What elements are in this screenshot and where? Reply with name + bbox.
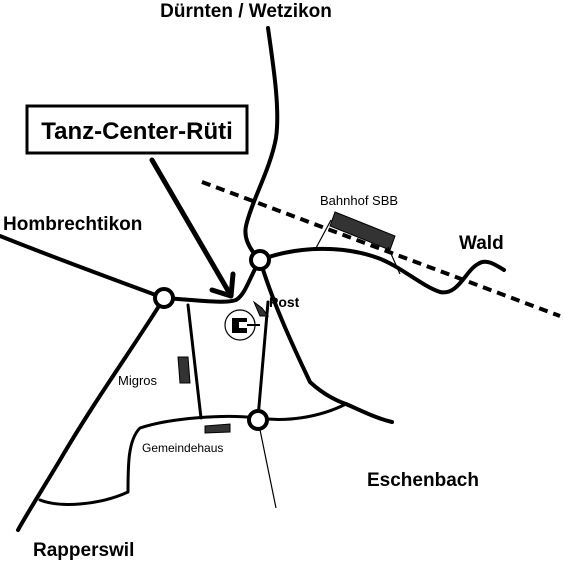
label-migros: Migros: [118, 373, 158, 388]
road-east: [258, 246, 506, 295]
roundabout-west: [153, 287, 175, 309]
label-bahnhof-sbb: Bahnhof SBB: [320, 193, 398, 208]
townhall-building: [204, 423, 231, 434]
label-hombrechtikon: Hombrechtikon: [3, 214, 142, 235]
path-south: [257, 419, 277, 509]
label-gemeindehaus: Gemeindehaus: [142, 441, 223, 455]
title-label: Tanz-Center-Rüti: [41, 118, 233, 145]
railway-line: [201, 180, 561, 318]
roundabout-south: [247, 409, 269, 431]
post-building: [252, 300, 269, 317]
migros-building: [177, 356, 191, 384]
label-eschenbach: Eschenbach: [367, 470, 479, 491]
station-access-left: [315, 219, 332, 249]
road-southeast: [258, 258, 394, 424]
title-box: [25, 104, 249, 155]
tanz-center-arrow: [149, 157, 236, 299]
street-migros: [186, 303, 203, 420]
label-rapperswil: Rapperswil: [33, 540, 134, 561]
roundabout-east: [249, 249, 271, 271]
road-west: [0, 234, 166, 300]
street-south: [38, 402, 348, 506]
label-duernten-wetzikon: Dürnten / Wetzikon: [160, 1, 332, 22]
label-post: Post: [269, 294, 300, 310]
road-north: [243, 26, 280, 262]
road-center: [162, 258, 262, 304]
label-wald: Wald: [459, 233, 504, 254]
station-building: [329, 211, 396, 251]
road-southwest: [16, 296, 166, 532]
street-post: [256, 300, 270, 420]
post-office-symbol: [224, 309, 260, 341]
